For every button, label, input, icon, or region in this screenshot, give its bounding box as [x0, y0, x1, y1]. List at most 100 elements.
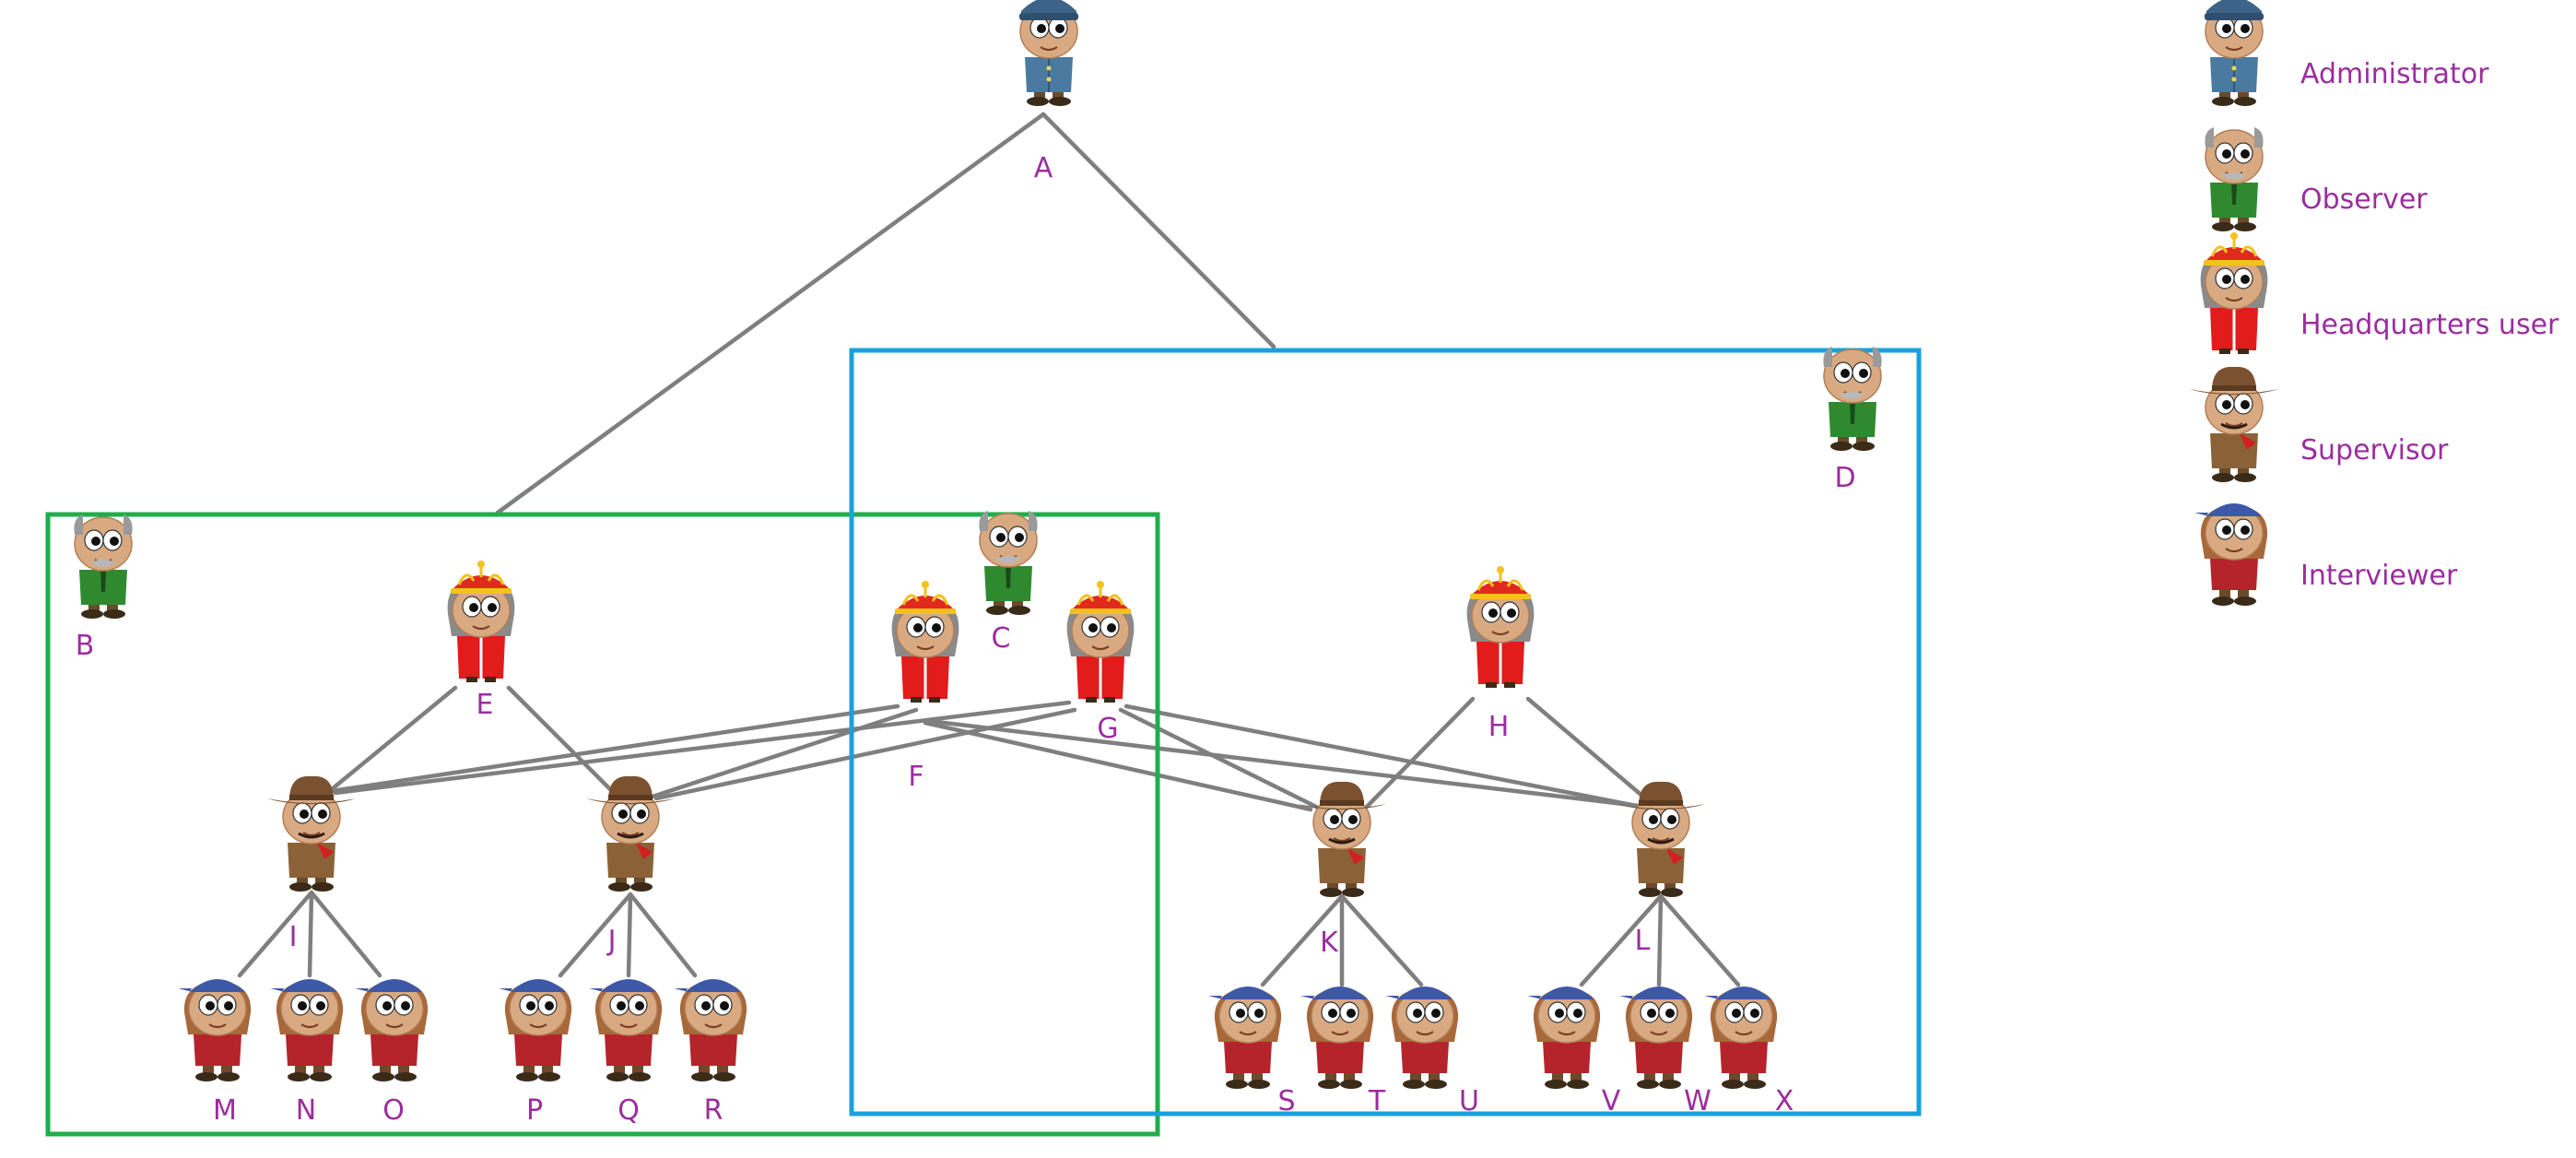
node-label: N	[296, 1094, 316, 1127]
interviewer-icon	[1206, 987, 1281, 1089]
interviewer-icon	[2192, 503, 2267, 606]
legend-label: Interviewer	[2300, 560, 2458, 592]
edge-i-o	[309, 890, 382, 978]
edge-g-j	[653, 707, 1077, 801]
group-boxes	[45, 348, 1922, 1137]
node-x: X	[1701, 987, 1794, 1117]
node-t: T	[1298, 987, 1386, 1117]
node-k: K	[1298, 782, 1386, 959]
legend-label: Supervisor	[2300, 434, 2449, 467]
interviewer-icon	[1617, 987, 1692, 1089]
node-a: A	[1019, 0, 1078, 184]
node-v: V	[1524, 987, 1621, 1117]
headquarters-icon	[892, 581, 959, 703]
legend-label: Administrator	[2300, 58, 2489, 90]
edge-j-r	[628, 892, 698, 978]
node-u: U	[1382, 987, 1479, 1117]
legend-label: Observer	[2300, 183, 2428, 216]
node-label: B	[76, 630, 95, 662]
node-q: Q	[586, 979, 662, 1127]
node-d: D	[1823, 347, 1881, 494]
edge-f-i	[329, 703, 900, 794]
legend-label: Headquarters user	[2300, 309, 2559, 341]
observer-icon	[1823, 347, 1881, 451]
node-r: R	[671, 979, 747, 1127]
edge-g-l	[1123, 703, 1649, 810]
node-p: P	[496, 979, 571, 1127]
node-label: X	[1775, 1085, 1794, 1117]
node-label: U	[1459, 1085, 1479, 1117]
node-label: Q	[618, 1094, 640, 1127]
node-label: F	[908, 761, 923, 793]
legend-item-headquarters: Headquarters user	[2201, 232, 2559, 354]
edge-l-x	[1658, 893, 1741, 987]
supervisor-icon	[2190, 367, 2278, 482]
interviewer-icon	[496, 979, 571, 1081]
edge-g-i	[333, 700, 1072, 796]
node-label: J	[606, 925, 617, 957]
edge-j-p	[558, 892, 633, 978]
interviewer-icon	[1524, 987, 1600, 1089]
node-label: I	[289, 921, 298, 953]
node-f: F	[892, 581, 959, 793]
interviewer-icon	[1382, 987, 1458, 1089]
group-box-left	[45, 512, 1160, 1137]
node-w: W	[1617, 987, 1711, 1117]
node-label: H	[1488, 711, 1510, 743]
edge-h-l	[1525, 696, 1653, 805]
headquarters-icon	[1467, 566, 1535, 688]
interviewer-icon	[1701, 987, 1777, 1089]
node-b: B	[74, 514, 132, 662]
administrator-icon	[2205, 0, 2264, 106]
node-label: K	[1320, 927, 1339, 959]
interviewer-icon	[671, 979, 747, 1081]
node-i: I	[267, 776, 356, 953]
edges	[237, 112, 1741, 987]
node-label: C	[992, 622, 1011, 655]
edge-l-v	[1579, 893, 1664, 987]
legend-item-observer: Observer	[2205, 127, 2428, 231]
edge-a-groupleft	[495, 112, 1046, 515]
edge-a-groupright	[1041, 112, 1276, 349]
node-g: G	[1067, 581, 1135, 745]
node-o: O	[352, 979, 428, 1127]
edge-g-k	[1118, 707, 1321, 810]
node-label: T	[1368, 1085, 1386, 1117]
edge-k-u	[1339, 893, 1424, 987]
edge-h-k	[1363, 696, 1476, 810]
interviewer-icon	[267, 979, 343, 1081]
node-label: R	[704, 1094, 723, 1127]
node-label: V	[1602, 1085, 1621, 1117]
interviewer-icon	[586, 979, 662, 1081]
edge-e-i	[329, 685, 458, 792]
node-label: P	[526, 1094, 543, 1127]
node-c: C	[979, 511, 1037, 655]
node-l: L	[1617, 782, 1705, 957]
interviewer-icon	[175, 979, 251, 1081]
node-label: G	[1097, 713, 1118, 745]
node-label: S	[1277, 1085, 1295, 1117]
node-h: H	[1467, 566, 1535, 743]
edge-l-w	[1656, 893, 1664, 987]
node-label: L	[1635, 925, 1651, 957]
edge-i-n	[307, 890, 314, 978]
edge-e-j	[506, 685, 624, 803]
legend-item-interviewer: Interviewer	[2192, 503, 2458, 606]
node-label: D	[1834, 462, 1855, 494]
interviewer-icon	[352, 979, 428, 1081]
node-label: A	[1034, 152, 1053, 184]
headquarters-icon	[2201, 232, 2268, 354]
node-label: E	[476, 689, 494, 721]
node-j: J	[586, 776, 675, 957]
edge-f-k	[923, 720, 1313, 812]
node-s: S	[1206, 987, 1296, 1117]
observer-icon	[2205, 127, 2263, 231]
node-m: M	[175, 979, 251, 1127]
legend-item-administrator: Administrator	[2205, 0, 2489, 106]
node-e: E	[448, 561, 515, 721]
supervisor-icon	[1617, 782, 1705, 897]
edge-f-j	[650, 707, 919, 799]
